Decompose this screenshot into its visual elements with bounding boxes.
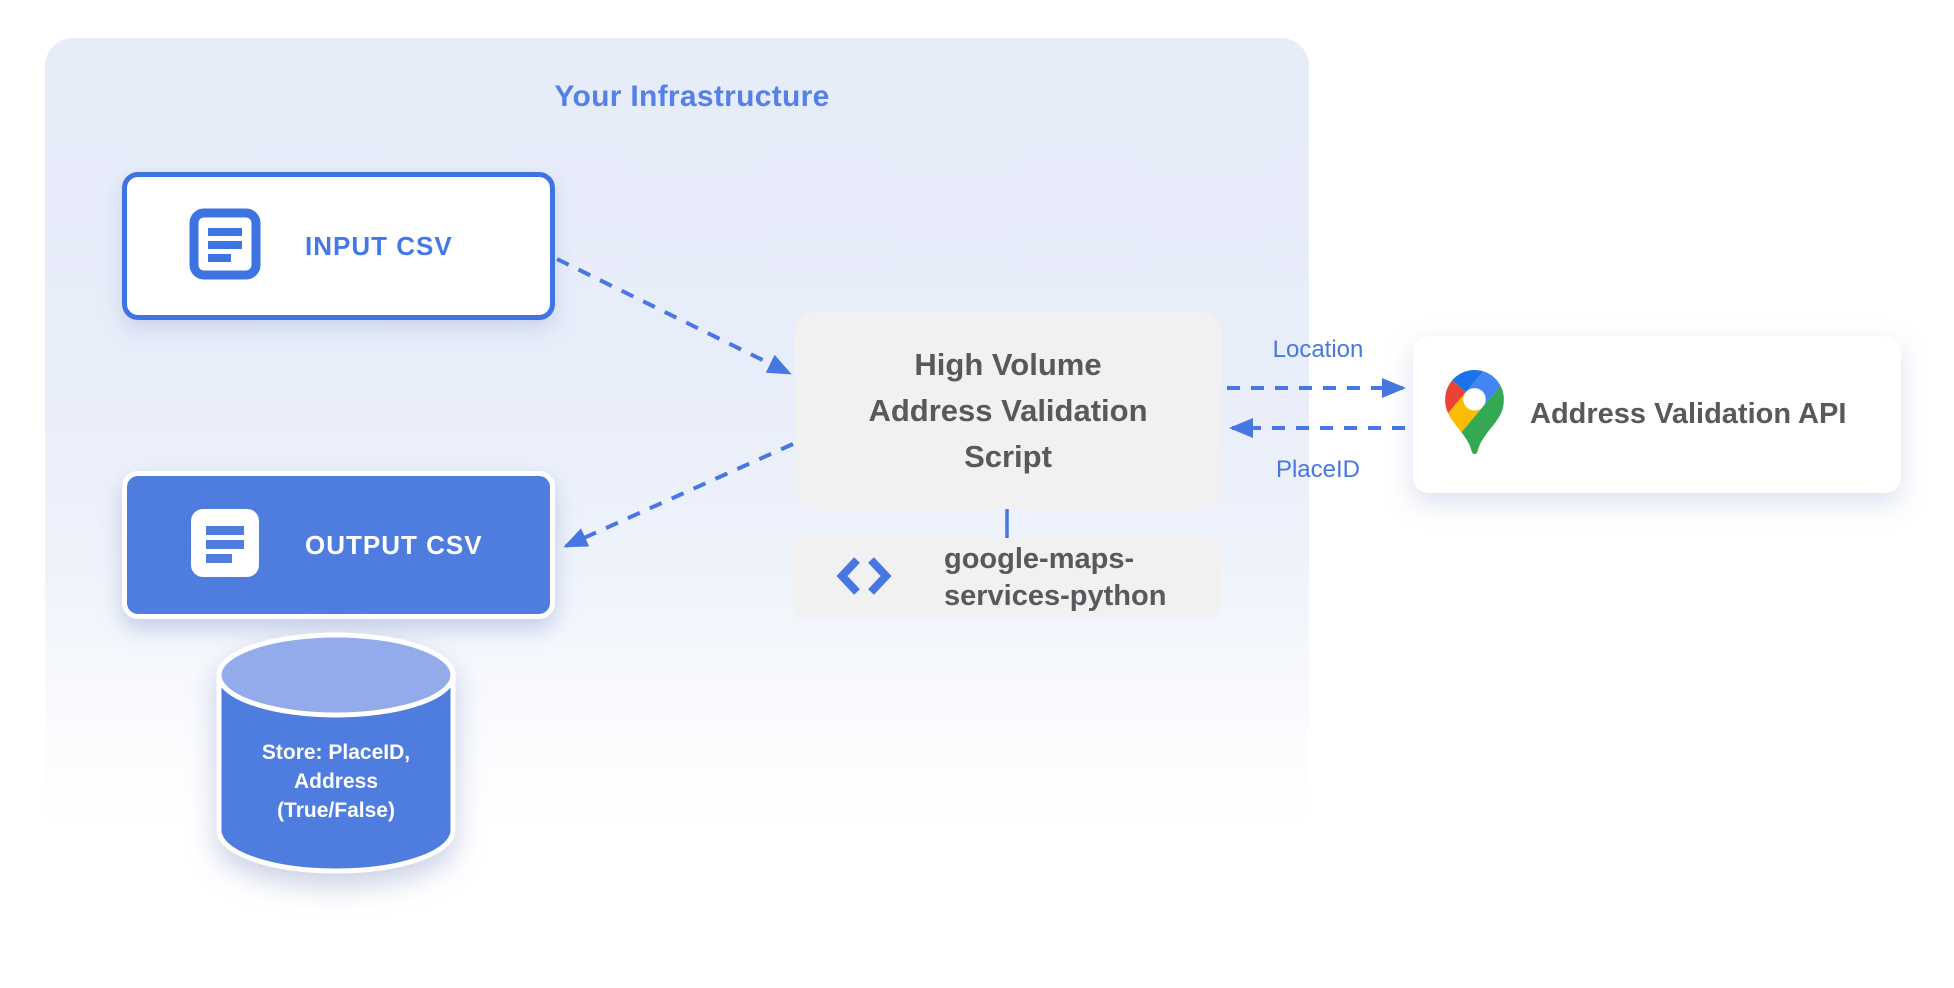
code-brackets-icon: [836, 555, 892, 602]
script-label: High Volume Address Validation Script: [868, 346, 1148, 474]
document-icon: [189, 208, 261, 285]
output-csv-node: OUTPUT CSV: [122, 471, 555, 619]
datastore-node: Store: PlaceID, Address (True/False): [211, 630, 461, 882]
google-maps-pin-icon: [1445, 370, 1504, 459]
edge-label-location: Location: [1272, 336, 1364, 363]
database-cylinder-icon: [216, 632, 456, 874]
document-icon: [189, 507, 261, 584]
input-csv-label: INPUT CSV: [305, 230, 453, 261]
api-node: Address Validation API: [1413, 336, 1901, 493]
api-label: Address Validation API: [1530, 398, 1847, 430]
datastore-label: Store: PlaceID, Address (True/False): [261, 741, 411, 822]
edge-label-placeid: PlaceID: [1275, 456, 1361, 483]
infrastructure-title: Your Infrastructure: [554, 80, 830, 113]
library-label: google-maps- services-python: [944, 543, 1167, 612]
script-node: High Volume Address Validation Script: [795, 312, 1221, 509]
library-node: google-maps- services-python: [792, 538, 1221, 618]
input-csv-node: INPUT CSV: [122, 172, 555, 320]
output-csv-label: OUTPUT CSV: [305, 529, 483, 560]
